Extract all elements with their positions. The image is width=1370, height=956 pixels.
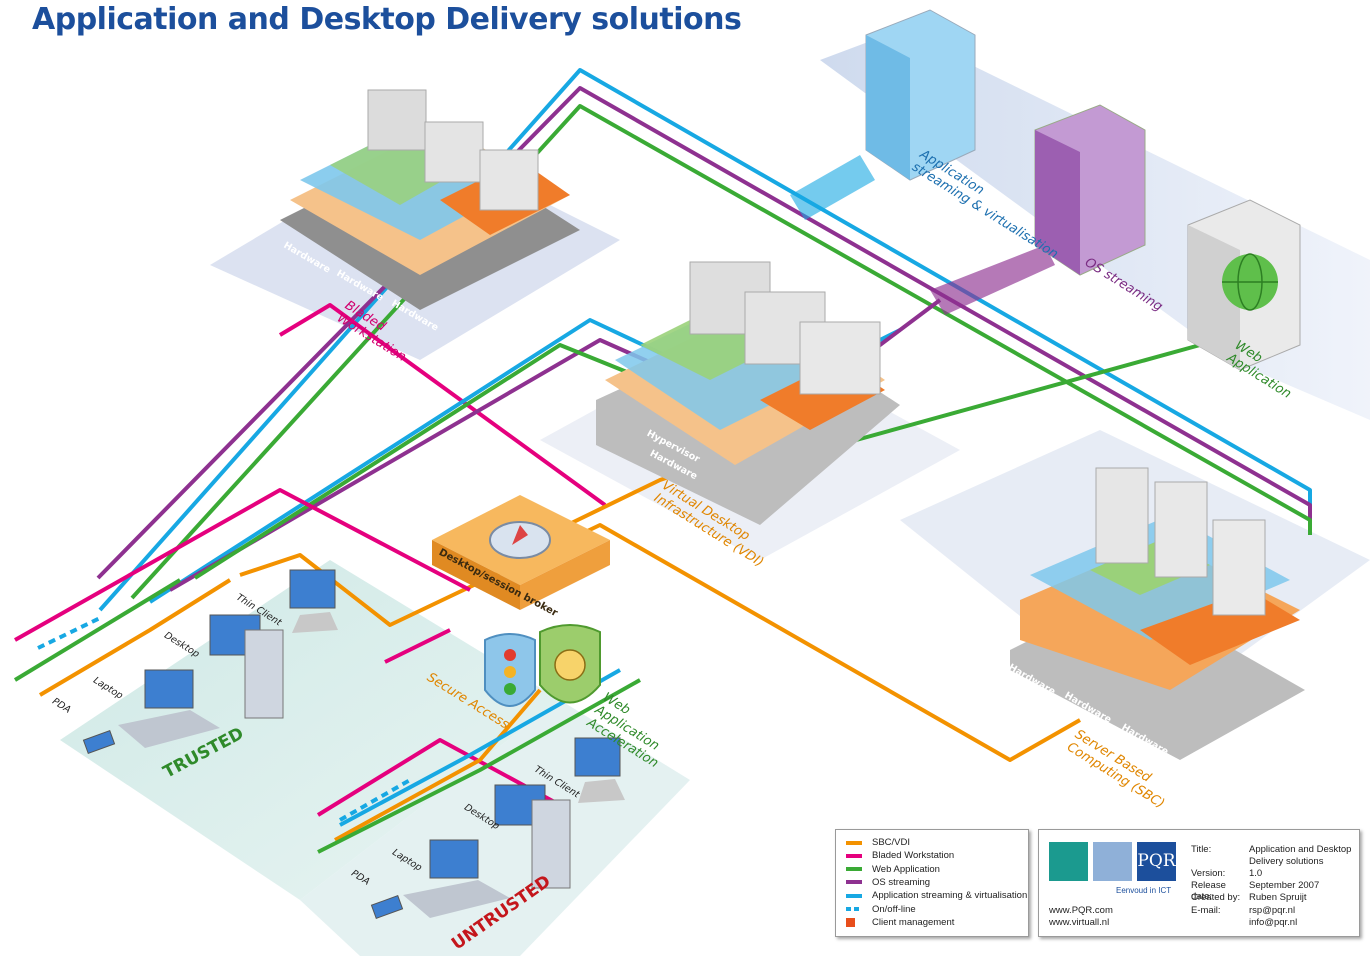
info-key: Release date: <box>1191 880 1226 902</box>
logo-square-light-blue <box>1093 842 1132 881</box>
line-bladed-3 <box>316 738 561 817</box>
os-streaming-band <box>930 245 1055 315</box>
info-box: PQR Eenvoud in ICT www.PQR.com www.virtu… <box>1038 829 1360 937</box>
line-trusted-mix <box>384 628 451 664</box>
info-value: rsp@pqr.nl info@pqr.nl <box>1249 905 1298 928</box>
legend-swatch <box>846 880 862 885</box>
legend-swatch <box>846 867 862 872</box>
line-untrusted-orange <box>334 688 542 842</box>
legend-item: SBC/VDI <box>846 836 910 849</box>
line-bladed-2 <box>14 488 471 642</box>
info-row: Release date: September 2007 <box>1191 880 1357 902</box>
desktop-trusted <box>209 614 284 719</box>
clock-shield-icon <box>539 624 601 704</box>
info-key: Created by: <box>1191 892 1241 903</box>
legend-label: OS streaming <box>872 876 931 888</box>
legend-label: Web Application <box>872 863 940 875</box>
traffic-light-shield-icon <box>484 633 536 707</box>
vdi-stack <box>596 261 900 525</box>
url-pqr[interactable]: www.PQR.com <box>1049 905 1113 916</box>
line-untrusted-dashed <box>339 778 411 822</box>
line-green-trusted <box>13 578 182 682</box>
tagline: Eenvoud in ICT <box>1116 886 1172 895</box>
info-row: E-mail: rsp@pqr.nl info@pqr.nl <box>1191 905 1357 929</box>
pda-untrusted <box>370 894 404 920</box>
logo-square-teal <box>1049 842 1088 881</box>
line-orange-trusted <box>38 578 232 697</box>
sbc-stack <box>1010 467 1305 760</box>
legend-label: Client management <box>872 916 955 928</box>
desktop-untrusted <box>494 784 571 889</box>
legend-swatch <box>846 853 862 858</box>
info-value: September 2007 <box>1249 880 1320 891</box>
legend-item: Application streaming & virtualisation <box>846 889 1027 902</box>
info-key: E-mail: <box>1191 905 1221 916</box>
legend-item: Client management <box>846 916 954 929</box>
pqr-logo: PQR <box>1137 842 1176 881</box>
url-virtuall[interactable]: www.virtuall.nl <box>1049 917 1110 928</box>
compass-icon <box>489 521 551 559</box>
page-title: Application and Desktop Delivery solutio… <box>32 2 742 37</box>
legend-swatch <box>846 917 855 927</box>
legend-label: Bladed Workstation <box>872 850 955 862</box>
os-streaming-server <box>1034 104 1146 276</box>
legend-swatch <box>846 893 862 898</box>
legend-item: Web Application <box>846 863 940 876</box>
laptop-untrusted <box>403 839 510 918</box>
line-untrusted-green <box>317 678 641 854</box>
info-value: Application and Desktop Delivery solutio… <box>1249 844 1352 867</box>
legend-item: OS streaming <box>846 876 930 889</box>
info-row: Title: Application and Desktop Delivery s… <box>1191 844 1357 868</box>
legend-item: On/off-line <box>846 903 916 916</box>
info-key: Version: <box>1191 868 1226 879</box>
laptop-trusted <box>118 669 220 748</box>
legend-label: On/off-line <box>872 903 916 915</box>
thin-client-trusted <box>289 569 338 633</box>
line-app-streaming <box>98 68 1312 612</box>
info-row: Created by: Ruben Spruijt <box>1191 892 1357 904</box>
legend-swatch <box>846 907 862 911</box>
pda-trusted <box>82 729 116 755</box>
bladed-workstation-stack <box>280 89 580 310</box>
legend-label: Application streaming & virtualisation <box>872 890 1028 902</box>
legend-swatch <box>846 840 862 845</box>
info-key: Title: <box>1191 844 1212 855</box>
globe-icon <box>1222 253 1278 311</box>
app-streaming-band <box>790 155 875 220</box>
thin-client-untrusted <box>574 737 625 803</box>
legend-label: SBC/VDI <box>872 837 911 848</box>
url-list: www.PQR.com www.virtuall.nl <box>1049 905 1113 929</box>
info-row: Version: 1.0 <box>1191 868 1357 880</box>
info-value: 1.0 <box>1249 868 1263 879</box>
trusted-zone <box>60 560 560 900</box>
legend-item: Bladed Workstation <box>846 849 954 862</box>
info-value: Ruben Spruijt <box>1249 892 1307 903</box>
line-bladed <box>278 303 607 507</box>
app-streaming-server <box>865 9 976 181</box>
